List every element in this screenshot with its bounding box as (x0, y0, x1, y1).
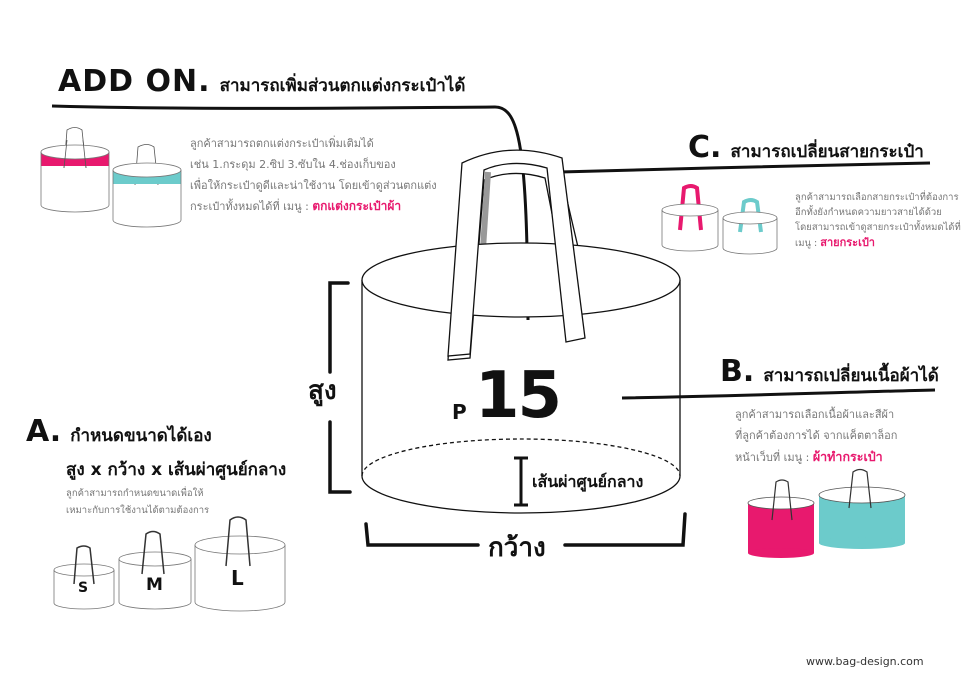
addon-letter: ADD ON. (58, 64, 211, 99)
size-bag-s (53, 545, 115, 610)
size-bag-l (194, 516, 286, 612)
section-a-title-line1: กำหนดขนาดได้เอง (70, 426, 212, 446)
section-c-desc-line: โดยสามารถเข้าดูสายกระเป๋าทั้งหมดได้ที่ (795, 222, 961, 233)
width-bracket (364, 512, 687, 547)
section-a-description: ลูกค้าสามารถกำหนดขนาดเพื่อให้ เหมาะกับกา… (66, 485, 286, 519)
addon-underline (51, 104, 530, 321)
section-a-desc-line: ลูกค้าสามารถกำหนดขนาดเพื่อให้ (66, 488, 204, 499)
main-bag-drawing (361, 149, 681, 514)
addon-bag-teal (112, 144, 182, 228)
addon-desc-line: ลูกค้าสามารถตกแต่งกระเป๋าเพิ่มเติมได้ (190, 137, 374, 150)
footer-url[interactable]: www.bag-design.com (806, 655, 924, 668)
size-bag-m (118, 530, 192, 610)
size-label-m: M (146, 575, 163, 595)
section-c-letter: C. (688, 130, 722, 165)
section-c-heading: C. สามารถเปลี่ยนสายกระเป๋า (688, 130, 924, 165)
section-b-desc-prefix: หน้าเว็บที่ เมนู : (735, 451, 813, 464)
section-b-heading: B. สามารถเปลี่ยนเนื้อผ้าได้ (720, 354, 939, 389)
addon-title: สามารถเพิ่มส่วนตกแต่งกระเป๋าได้ (219, 76, 466, 96)
diameter-marker (514, 456, 528, 507)
height-bracket (328, 281, 352, 494)
section-c-description: ลูกค้าสามารถเลือกสายกระเป๋าที่ต้องการ อี… (795, 190, 965, 251)
size-label-l: L (231, 566, 244, 590)
addon-desc-line: เช่น 1.กระดุม 2.ซิป 3.ซับใน 4.ช่องเก็บขอ… (190, 158, 396, 171)
section-c-menu-link[interactable]: สายกระเป๋า (820, 236, 875, 249)
section-c-desc-prefix: เมนู : (795, 238, 821, 249)
section-a-title-line2: สูง x กว้าง x เส้นผ่าศูนย์กลาง (66, 460, 287, 480)
section-c-bag-pink (661, 184, 719, 252)
section-b-letter: B. (720, 354, 755, 389)
section-c-underline (559, 161, 931, 174)
width-label: กว้าง (488, 533, 546, 563)
height-label: สูง (308, 376, 337, 406)
section-b-bag-pink (747, 479, 815, 558)
section-c-desc-line: เมนู : สายกระเป๋า (795, 235, 965, 251)
section-c-desc-line: อีกทั้งยังกำหนดความยาวสายได้ด้วย (795, 207, 942, 218)
addon-desc-line: เพื่อให้กระเป๋าดูดีและน่าใช้งาน โดยเข้าด… (190, 179, 437, 192)
section-a-letter: A. (26, 414, 62, 449)
addon-desc-line: กระเป๋าทั้งหมดได้ที่ เมนู : ตกแต่งกระเป๋… (190, 196, 480, 217)
section-b-desc-line: ที่ลูกค้าต้องการได้ จากแค็ตตาล็อก (735, 429, 898, 442)
section-c-desc-line: ลูกค้าสามารถเลือกสายกระเป๋าที่ต้องการ (795, 192, 959, 203)
addon-desc-prefix: กระเป๋าทั้งหมดได้ที่ เมนู : (190, 200, 313, 213)
section-a-desc-line: เหมาะกับการใช้งานได้ตามต้องการ (66, 505, 210, 516)
addon-heading: ADD ON. สามารถเพิ่มส่วนตกแต่งกระเป๋าได้ (58, 64, 465, 99)
main-bag-front-handle (447, 149, 586, 357)
size-label-s: S (78, 580, 89, 596)
section-a-heading: A. กำหนดขนาดได้เอง (26, 414, 212, 449)
addon-menu-link[interactable]: ตกแต่งกระเป๋าผ้า (312, 199, 402, 213)
section-b-desc-line: หน้าเว็บที่ เมนู : ผ้าทำกระเป๋า (735, 446, 955, 468)
addon-description: ลูกค้าสามารถตกแต่งกระเป๋าเพิ่มเติมได้ เช… (190, 133, 480, 217)
section-b-desc-line: ลูกค้าสามารถเลือกเนื้อผ้าและสีผ้า (735, 408, 895, 421)
addon-bag-pink (40, 127, 110, 213)
section-c-title: สามารถเปลี่ยนสายกระเป๋า (730, 142, 924, 162)
section-b-title: สามารถเปลี่ยนเนื้อผ้าได้ (763, 366, 939, 386)
section-b-bag-teal (818, 468, 906, 549)
model-number: 15 (475, 359, 562, 433)
section-b-underline (621, 388, 936, 400)
model-prefix: P (452, 400, 467, 424)
section-b-menu-link[interactable]: ผ้าทำกระเป๋า (812, 449, 883, 464)
diameter-label: เส้นผ่าศูนย์กลาง (532, 472, 644, 491)
section-c-bag-teal (722, 198, 778, 255)
section-b-description: ลูกค้าสามารถเลือกเนื้อผ้าและสีผ้า ที่ลูก… (735, 404, 955, 468)
